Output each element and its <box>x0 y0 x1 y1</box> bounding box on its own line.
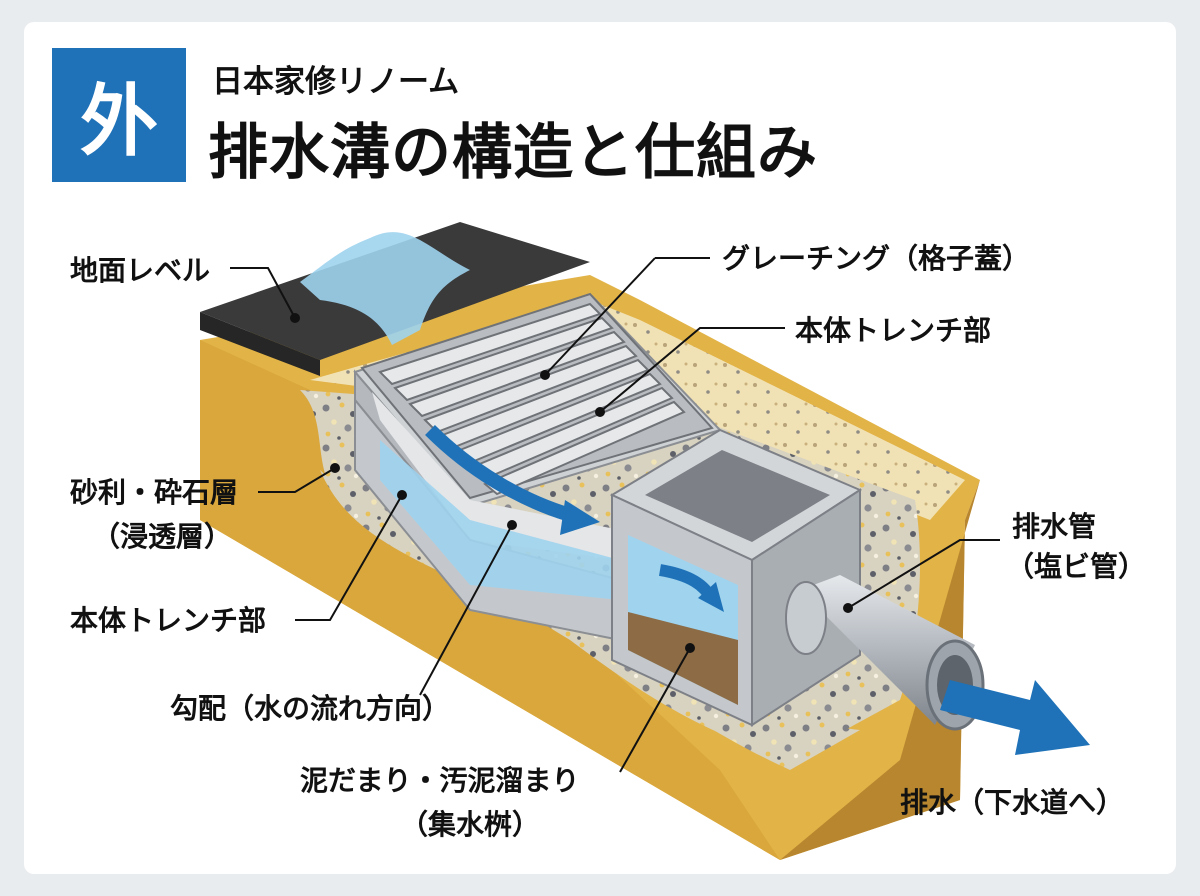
flow-arrow-basin-head <box>698 582 724 612</box>
page-subtitle: 日本家修リノーム <box>212 64 460 100</box>
label-drain-pipe-line1: 排水管 <box>1012 510 1096 543</box>
basin-opening <box>645 450 830 542</box>
label-drain-pipe-line2: （塩ビ管） <box>1006 550 1146 583</box>
leader-dots <box>290 313 853 653</box>
grating <box>360 292 714 500</box>
leader-lines <box>230 257 1000 773</box>
flow-arrow-trench <box>425 425 573 522</box>
flow-arrow-trench-head <box>560 500 600 535</box>
label-sludge-line1: 泥だまり・汚泥溜まり <box>300 764 579 797</box>
label-ground-level: 地面レベル <box>70 254 210 287</box>
label-gravel-line1: 砂利・砕石層 <box>70 476 238 509</box>
label-trench-top: 本体トレンチ部 <box>795 314 991 347</box>
soil-side-shade <box>780 480 980 860</box>
outflow-arrow <box>940 680 1090 755</box>
label-trench-side: 本体トレンチ部 <box>70 604 266 637</box>
page-title: 排水溝の構造と仕組み <box>208 118 818 188</box>
label-grating: グレーチング（格子蓋） <box>722 242 1030 275</box>
category-badge: 外 <box>52 48 186 182</box>
label-outflow: 排水（下水道へ） <box>900 786 1124 819</box>
label-gravel-line2: （浸透層） <box>92 520 232 553</box>
label-slope: 勾配（水の流れ方向） <box>170 692 450 725</box>
trench-water <box>380 440 620 600</box>
label-sludge-line2: （集水桝） <box>400 808 540 841</box>
badge-text: 外 <box>79 77 158 167</box>
asphalt-edge <box>200 312 320 376</box>
surface-water <box>300 232 470 345</box>
